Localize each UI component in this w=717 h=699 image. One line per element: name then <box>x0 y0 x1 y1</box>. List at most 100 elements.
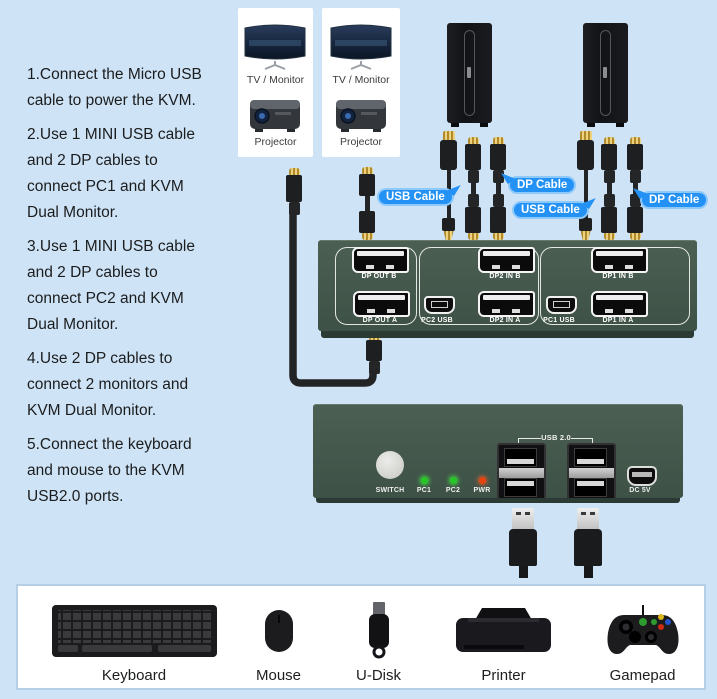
instruction-step-1: 1.Connect the Micro USB cable to power t… <box>27 66 202 109</box>
usb-ports-block-2 <box>567 443 616 502</box>
cable-strain-relief <box>629 170 641 183</box>
pc2-usb-port <box>424 296 455 314</box>
peripherals-box: Keyboard Mouse U-Disk <box>16 584 706 690</box>
printer-icon <box>456 607 551 652</box>
usb-port <box>504 478 537 497</box>
usb-plug-wire <box>518 566 528 578</box>
dp-connector-gold <box>492 137 504 144</box>
tv-monitor-label: TV / Monitor <box>246 74 305 86</box>
usb-port <box>504 448 537 467</box>
cable-wire <box>364 196 370 211</box>
display-card-2: TV / Monitor Projector <box>322 8 400 157</box>
instruction-step-5: 5.Connect the keyboard and mouse to the … <box>27 436 192 505</box>
panel-base <box>321 331 694 338</box>
tower-foot <box>480 123 488 127</box>
instructions: 1.Connect the Micro USB cable to power t… <box>27 62 227 518</box>
usb-bracket-left <box>518 438 541 444</box>
rear-group-pc2 <box>419 247 539 325</box>
mini-usb-body <box>442 218 455 231</box>
dp2-in-a-label: DP2 IN A <box>489 317 521 324</box>
dp-cable-callout-2: DP Cable <box>633 188 709 209</box>
tv-monitor-icon <box>244 24 306 70</box>
dp-connector-gold <box>629 137 641 144</box>
mouse-icon <box>264 609 293 652</box>
pc2-led-label: PC2 <box>445 487 461 494</box>
usb-bracket-right <box>571 438 593 444</box>
tower-foot <box>616 123 624 127</box>
projector-label: Projector <box>254 136 297 148</box>
tower-logo <box>467 67 471 78</box>
dp-cable-pc2-b <box>465 137 481 240</box>
dp-connector-gold <box>467 233 479 240</box>
cable-strain-relief <box>629 194 641 207</box>
dp-connector-body <box>465 207 481 233</box>
dp-connector-body <box>286 174 302 203</box>
pc1-usb-port <box>546 296 577 314</box>
tower-logo <box>603 67 607 78</box>
callout-text: USB Cable <box>386 191 445 203</box>
peripheral-udisk: U-Disk <box>331 594 426 684</box>
panel-base <box>316 498 680 503</box>
peripheral-mouse: Mouse <box>231 594 326 684</box>
usb-cable-callout-1: USB Cable <box>377 185 461 206</box>
cable-wire <box>606 183 612 194</box>
instruction-step-4: 4.Use 2 DP cables to connect 2 monitors … <box>27 350 189 419</box>
dp2-in-a-port <box>478 291 535 317</box>
dp-connector-body <box>601 207 617 233</box>
display-card-1: TV / Monitor Projector <box>238 8 313 157</box>
dp-connector-gold <box>361 167 373 174</box>
dp-out-b-label: DP OUT B <box>361 273 397 280</box>
callout-text: DP Cable <box>649 194 700 206</box>
usb-plug-shell <box>512 508 534 529</box>
callout-tail <box>633 188 648 199</box>
dp-cable-pc1-a <box>627 137 643 240</box>
callout-tail <box>501 173 516 184</box>
dp-connector-body <box>359 211 375 233</box>
cable-wire <box>632 183 638 194</box>
keyboard-label: Keyboard <box>101 667 167 684</box>
cable-strain-relief <box>368 361 380 374</box>
dp-connector-body <box>627 144 643 170</box>
dp-cable-pc2-a <box>490 137 506 240</box>
dp-connector-gold <box>288 168 300 175</box>
cable-wire <box>495 183 501 194</box>
dp-cable-callout-1: DP Cable <box>501 173 577 194</box>
dp1-in-a-port <box>591 291 648 317</box>
dp-connector-body <box>359 174 375 196</box>
power-led-label: PWR <box>473 487 491 494</box>
tv-monitor-label: TV / Monitor <box>332 74 390 86</box>
dp-out-a-port <box>353 291 410 317</box>
callout-text: DP Cable <box>517 179 568 191</box>
usb-connector-body <box>577 140 594 170</box>
usb-plug-shell <box>577 508 599 529</box>
usb-connector-body <box>440 140 457 170</box>
dc-5v-port <box>627 466 657 486</box>
tv-monitor-icon <box>330 24 392 70</box>
tower-foot <box>451 123 459 127</box>
pc1-led-label: PC1 <box>416 487 432 494</box>
mini-usb-gold <box>580 231 591 240</box>
kvm-rear-panel: DP OUT B DP OUT A PC2 USB DP2 IN B DP2 I… <box>318 240 697 338</box>
pc-tower-2 <box>583 23 628 127</box>
instruction-step-2: 2.Use 1 MINI USB cable and 2 DP cables t… <box>27 126 195 221</box>
mouse-label: Mouse <box>255 667 302 684</box>
dp-connector-gold <box>629 233 641 240</box>
usb-connector-gold <box>442 131 455 140</box>
pc-tower-1 <box>447 23 492 127</box>
switch-label: SWITCH <box>375 487 405 494</box>
usb-section-label: USB 2.0 <box>541 433 571 442</box>
cable-wire <box>583 170 588 218</box>
dp-connector-gold <box>467 137 479 144</box>
dp2-in-b-label: DP2 IN B <box>489 273 521 280</box>
instruction-step-3: 3.Use 1 MINI USB cable and 2 DP cables t… <box>27 238 195 333</box>
dp-cable-long-top-plug <box>286 168 302 216</box>
cable-strain-relief <box>467 194 479 207</box>
dp1-in-b-label: DP1 IN B <box>602 273 634 280</box>
tower-foot <box>587 123 595 127</box>
usb-port <box>574 448 607 467</box>
dp-cable-long-bottom-plug <box>366 333 382 374</box>
cable-wire <box>470 183 476 194</box>
projector-label: Projector <box>339 136 382 148</box>
callout-tail <box>580 198 596 209</box>
